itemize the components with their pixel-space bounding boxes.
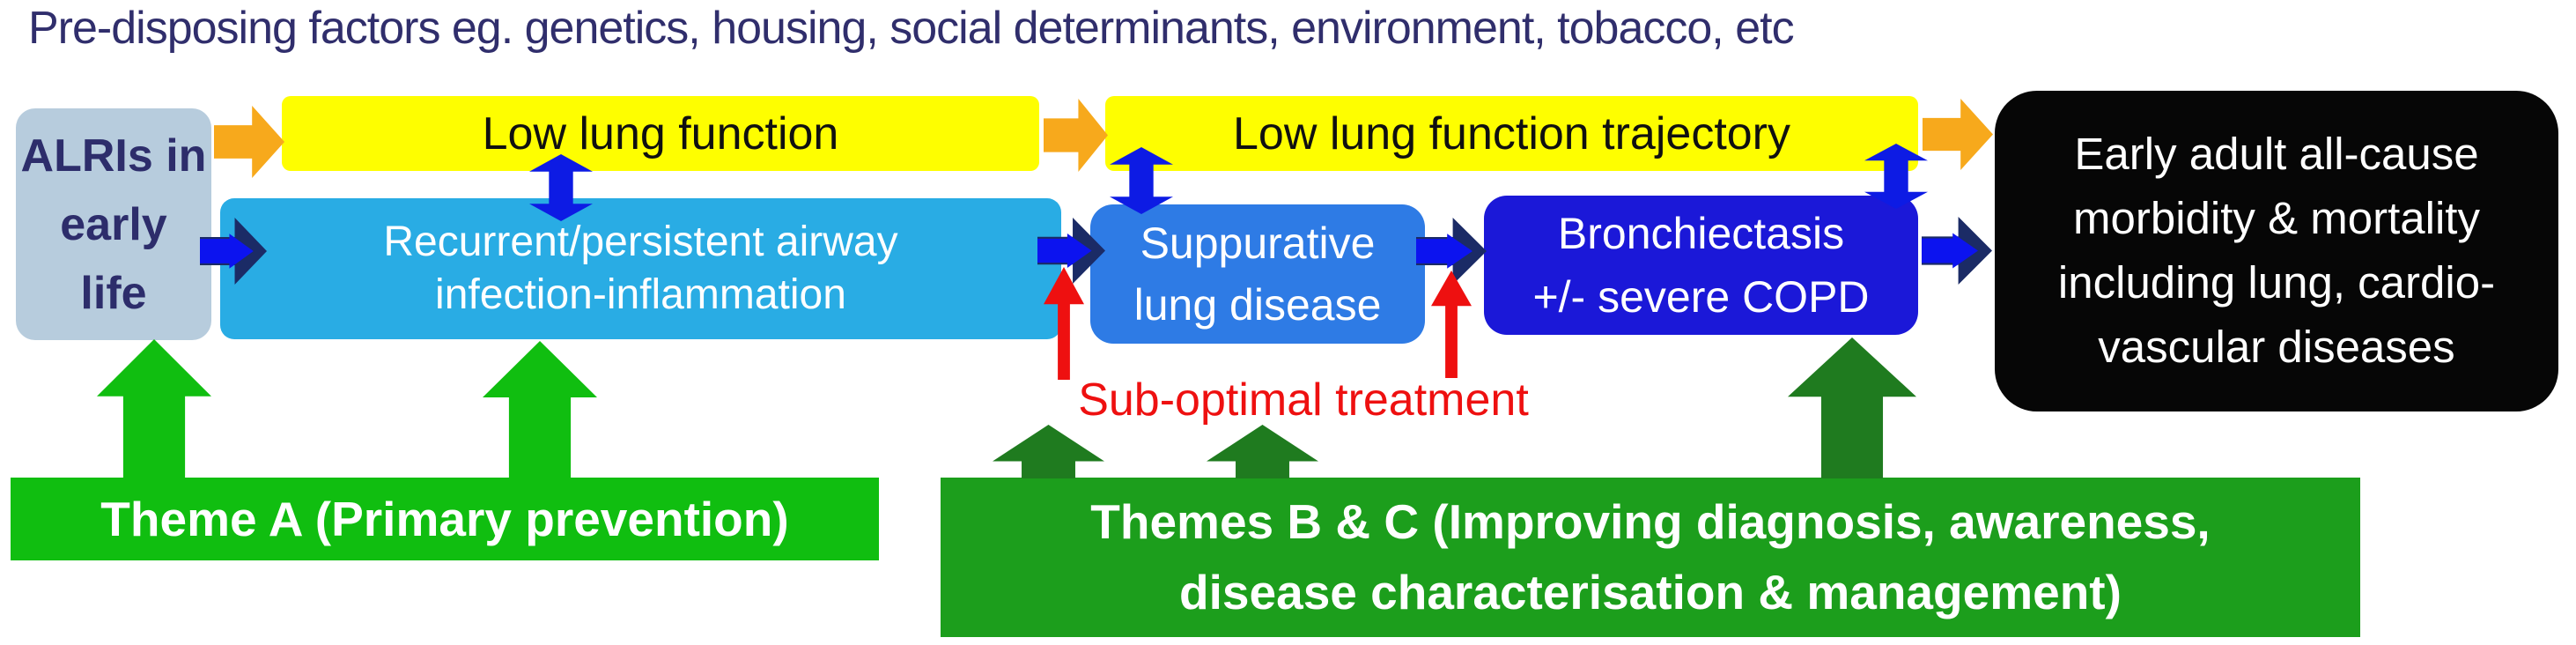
theme-a-arrow-to-recurrent-icon xyxy=(483,341,597,478)
low-lung-function-box: Low lung function xyxy=(282,96,1039,171)
themes-bc-arrow-left-icon xyxy=(993,425,1104,478)
low-lung-function-trajectory-box: Low lung function trajectory xyxy=(1105,96,1918,171)
alris-early-life-box: ALRIs in early life xyxy=(16,108,211,340)
flow-arrow-bronchiectasis-to-outcome-icon xyxy=(1922,217,1992,285)
red-arrow-suboptimal-right-icon xyxy=(1431,271,1472,378)
recurrent-airway-infection-box: Recurrent/persistent airway infection-in… xyxy=(220,198,1061,339)
theme-a-banner: Theme A (Primary prevention) xyxy=(11,478,879,560)
themes-bc-arrow-to-bronchiectasis-icon xyxy=(1788,337,1916,478)
orange-arrow-trajectory-to-outcome-icon xyxy=(1923,99,1993,170)
flow-arrow-alris-to-recurrent-icon xyxy=(200,218,267,285)
theme-a-arrow-to-alris-icon xyxy=(97,339,211,478)
flow-arrow-recurrent-to-suppurative-icon xyxy=(1037,218,1105,284)
themes-bc-arrow-middle-icon xyxy=(1207,425,1318,478)
predisposing-factors-text: Pre-disposing factors eg. genetics, hous… xyxy=(28,3,1795,54)
suboptimal-treatment-text: Sub-optimal treatment xyxy=(1078,374,1529,426)
suppurative-lung-disease-box: Suppurative lung disease xyxy=(1090,204,1425,344)
bronchiectasis-copd-box: Bronchiectasis +/- severe COPD xyxy=(1484,196,1918,335)
early-adult-outcome-box: Early adult all-cause morbidity & mortal… xyxy=(1995,91,2558,411)
orange-arrow-alris-to-lowlung-icon xyxy=(214,106,284,178)
orange-arrow-lowlung-to-trajectory-icon xyxy=(1044,99,1108,172)
themes-b-c-banner: Themes B & C (Improving diagnosis, aware… xyxy=(941,478,2360,637)
